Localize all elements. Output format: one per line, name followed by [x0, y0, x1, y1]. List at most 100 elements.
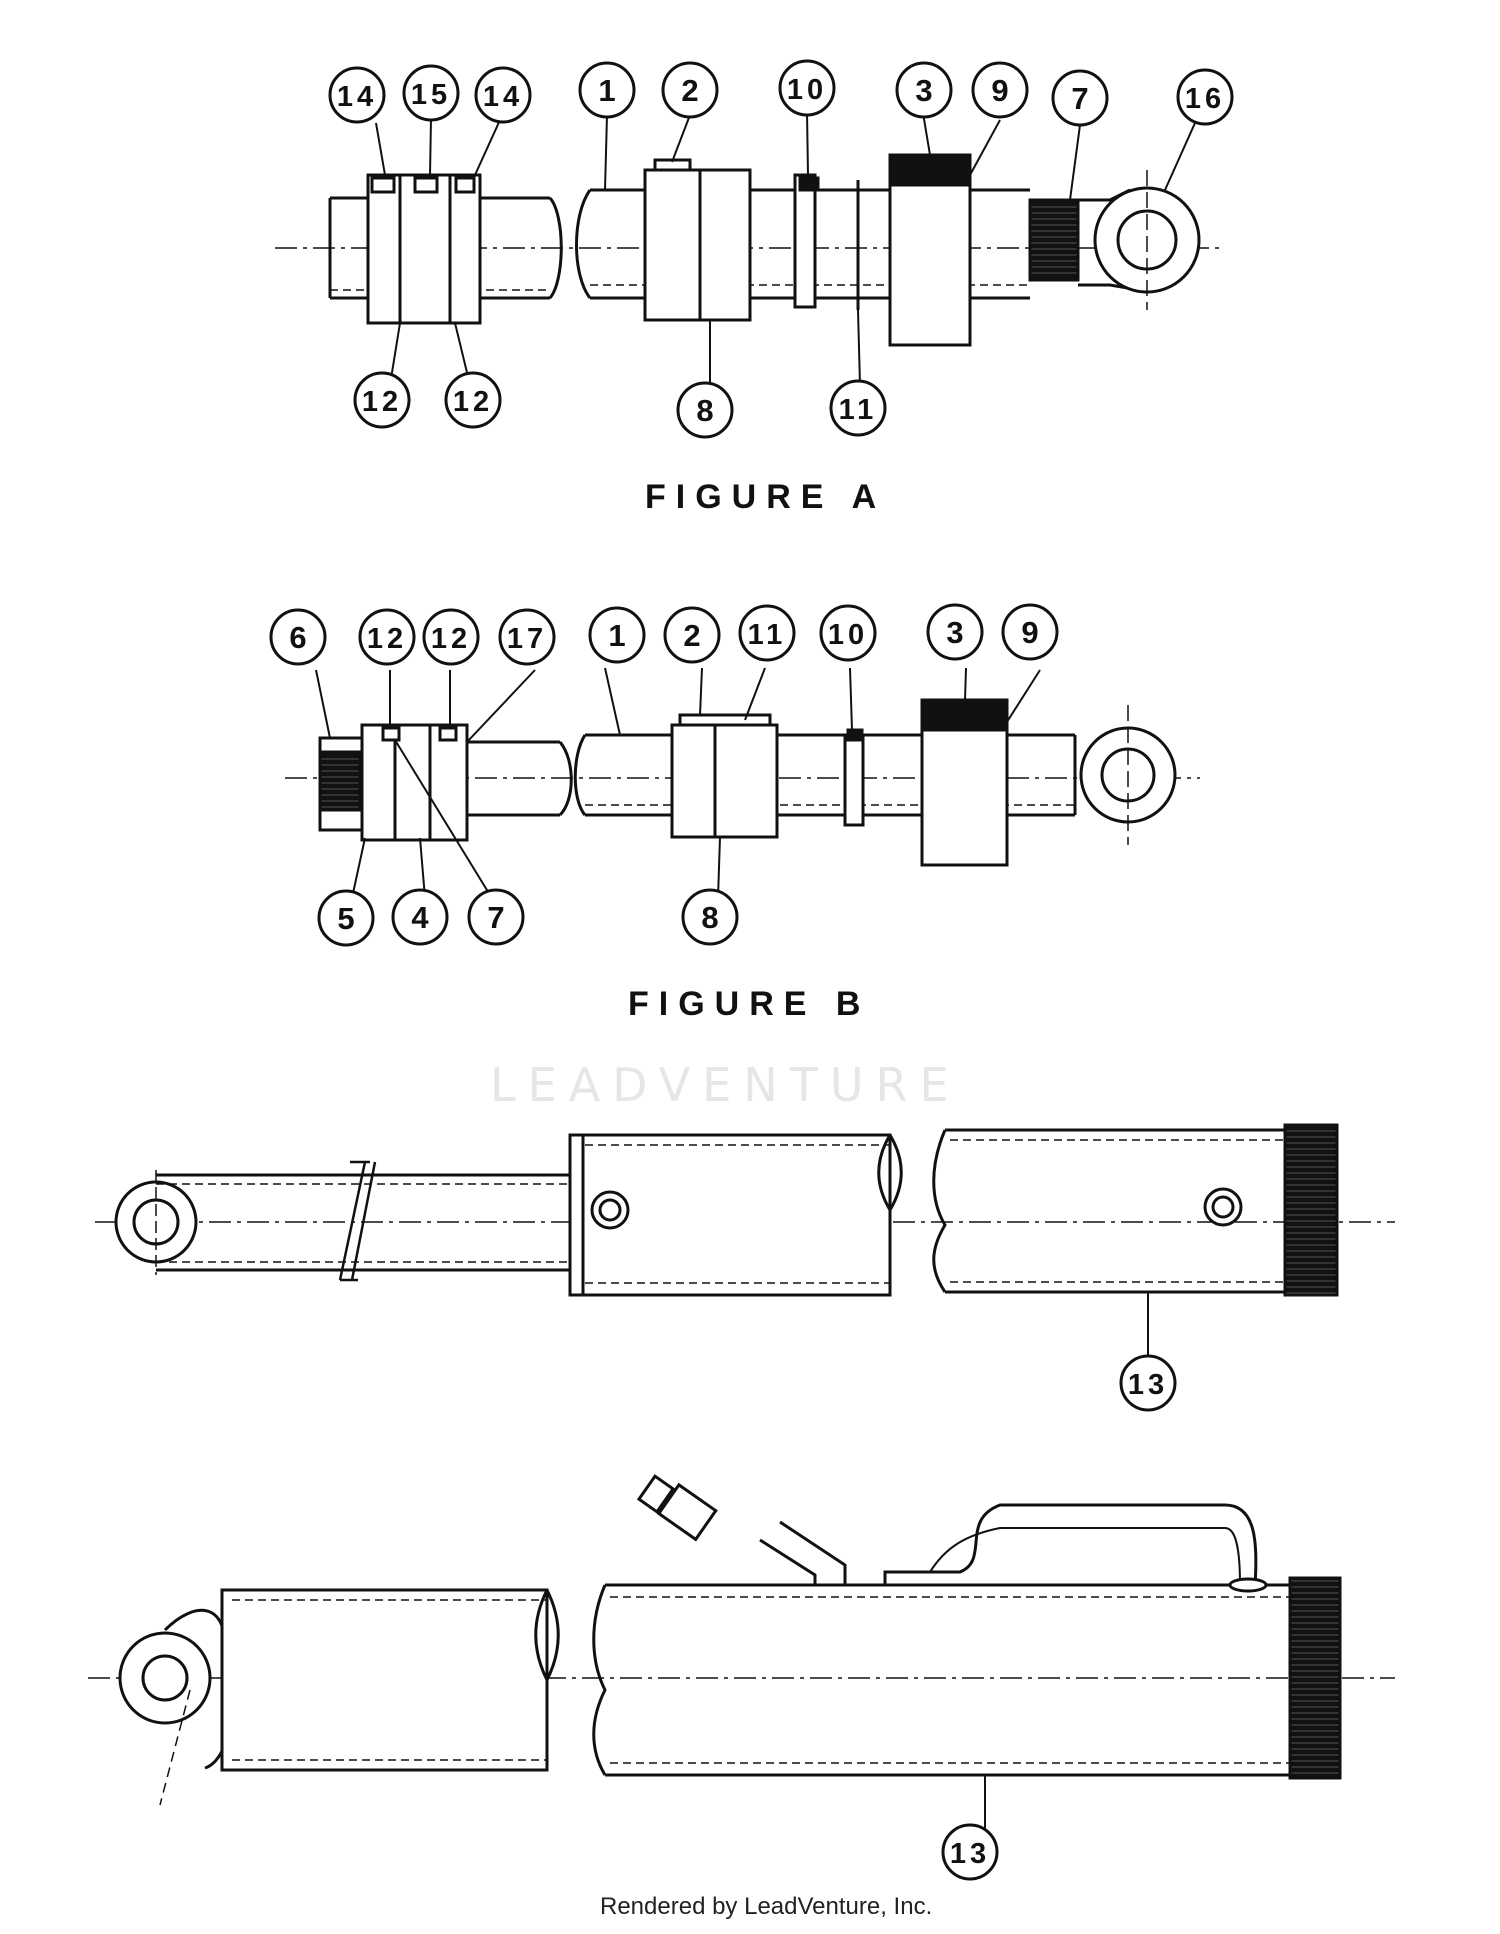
callout-balloon: [1176, 68, 1234, 126]
hose-nut: [656, 1482, 718, 1542]
lower-rod-barrel: [220, 1588, 549, 1772]
callout-balloon: [391, 888, 449, 946]
callout-balloon: [926, 603, 984, 661]
figure-b-callout-17: 17: [498, 608, 556, 666]
figure-a-callout-1: 1: [578, 61, 636, 119]
cylinder-13-lower-drawing: [88, 1474, 1395, 1830]
callout-balloon: [317, 889, 375, 947]
figure-b-callout-11: 11: [738, 604, 796, 662]
callout-balloon: [895, 61, 953, 119]
callout-number: 8: [701, 900, 718, 935]
figure-b-callout-9: 9: [1001, 603, 1059, 661]
callout-number: 4: [411, 900, 429, 935]
figure-a-callout-10: 10: [778, 59, 836, 117]
callout-number: 12: [453, 386, 493, 418]
cylinder-13-upper-callouts: 13: [1119, 1354, 1177, 1412]
rendered-by-footer: Rendered by LeadVenture, Inc.: [600, 1893, 933, 1920]
callout-number: 2: [683, 618, 700, 653]
figure-a-callout-12: 12: [444, 371, 502, 429]
callout-number: 12: [367, 623, 407, 655]
callout-balloon: [444, 371, 502, 429]
figure-a-callout-9: 9: [971, 61, 1029, 119]
drawing-c-callout-13: 13: [1119, 1354, 1177, 1412]
callout-balloon: [498, 608, 556, 666]
figure-a-thread: [1028, 198, 1080, 282]
callout-balloon: [829, 379, 887, 437]
callout-number: 10: [828, 619, 868, 651]
callout-number: 15: [411, 79, 451, 111]
callout-balloon: [402, 64, 460, 122]
figure-a-callout-14: 14: [328, 66, 386, 124]
leadventure-watermark: LEADVENTURE: [490, 1058, 961, 1112]
callout-number: 17: [507, 623, 547, 655]
callout-number: 13: [1128, 1369, 1168, 1401]
callout-number: 13: [950, 1838, 990, 1870]
callout-number: 2: [681, 73, 698, 108]
callout-balloon: [269, 608, 327, 666]
figure-b-callout-6: 6: [269, 608, 327, 666]
lower-clevis-eye: [118, 1631, 212, 1725]
figure-a-callout-12: 12: [353, 371, 411, 429]
callout-number: 1: [608, 618, 625, 653]
figure-b-drawing: [285, 667, 1200, 899]
figure-a-callout-15: 15: [402, 64, 460, 122]
figure-b-callout-12: 12: [422, 608, 480, 666]
callout-number: 12: [362, 386, 402, 418]
callout-balloon: [422, 608, 480, 666]
callout-number: 11: [748, 619, 787, 651]
figure-b-callout-2: 2: [663, 606, 721, 664]
figure-b-callout-4: 4: [391, 888, 449, 946]
callout-balloon: [474, 66, 532, 124]
callout-balloon: [467, 888, 525, 946]
figure-a-gland: [643, 168, 752, 322]
drawing-d-callout-13: 13: [941, 1823, 999, 1881]
callout-number: 16: [1185, 83, 1225, 115]
callout-balloon: [681, 888, 739, 946]
figure-a-drawing: [275, 111, 1220, 388]
figure-b-callout-12: 12: [358, 608, 416, 666]
figure-a-packing-nut: [366, 173, 482, 325]
callout-balloon: [738, 604, 796, 662]
cylinder-13-lower-callouts: 13: [941, 1823, 999, 1881]
callout-balloon: [778, 59, 836, 117]
callout-balloon: [971, 61, 1029, 119]
callout-number: 9: [1021, 615, 1038, 650]
callout-balloon: [588, 606, 646, 664]
callout-number: 10: [787, 74, 827, 106]
cylinder-13-upper-drawing: [95, 1123, 1395, 1355]
figure-b-gland: [670, 723, 779, 839]
hydraulic-line-fitting: [759, 1520, 847, 1585]
lower-barrel-thread: [1288, 1576, 1342, 1780]
callout-balloon: [578, 61, 636, 119]
callout-balloon: [358, 608, 416, 666]
callout-balloon: [328, 66, 386, 124]
figure-b-callout-7: 7: [467, 888, 525, 946]
callout-number: 7: [1071, 81, 1088, 116]
callout-number: 1: [598, 73, 615, 108]
figure-b-callout-5: 5: [317, 889, 375, 947]
figure-a-callout-11: 11: [829, 379, 887, 437]
figure-a-callout-3: 3: [895, 61, 953, 119]
figure-b-title: FIGURE B: [628, 985, 871, 1023]
callout-balloon: [1119, 1354, 1177, 1412]
callout-balloon: [353, 371, 411, 429]
callout-balloon: [661, 61, 719, 119]
callout-number: 14: [337, 81, 377, 113]
callout-balloon: [1051, 69, 1109, 127]
lower-port-fitting: [1203, 1187, 1243, 1227]
figure-a-callout-14: 14: [474, 66, 532, 124]
hydraulic-line-upper: [883, 1503, 1258, 1586]
callout-number: 3: [915, 73, 932, 108]
figure-b-callout-8: 8: [681, 888, 739, 946]
callout-number: 11: [839, 394, 878, 426]
callout-balloon: [1001, 603, 1059, 661]
callout-number: 14: [483, 81, 523, 113]
callout-number: 5: [337, 901, 354, 936]
upper-barrel-thread: [1283, 1123, 1339, 1297]
callout-number: 6: [289, 620, 306, 655]
figure-b-callout-1: 1: [588, 606, 646, 664]
figure-b-piston: [360, 723, 469, 842]
figure-a-title: FIGURE A: [645, 478, 887, 516]
